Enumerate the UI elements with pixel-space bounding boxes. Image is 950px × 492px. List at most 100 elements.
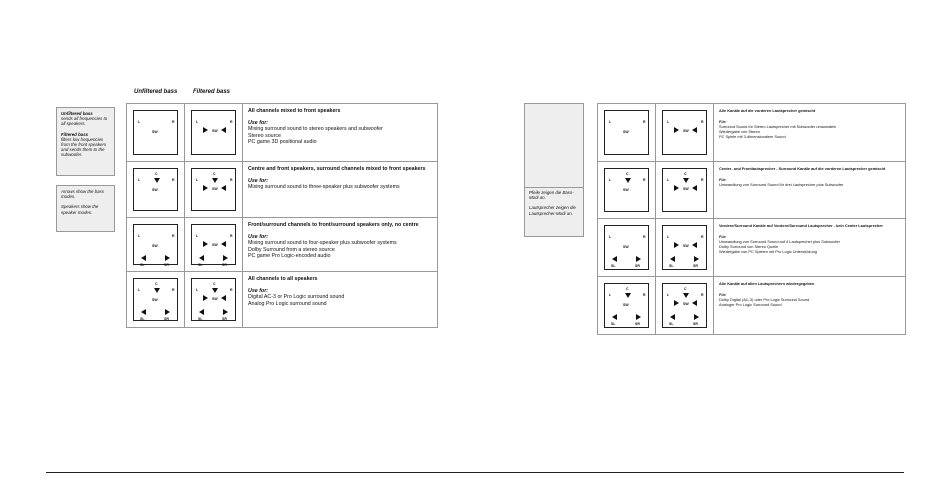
speaker-label-right: R [230, 234, 233, 238]
speaker-label-subwoofer: SW [152, 244, 158, 248]
column-header-filtered: Filtered bass [193, 89, 231, 95]
arrow-left-front-icon [203, 295, 208, 301]
speaker-label-subwoofer: SW [623, 303, 629, 307]
use-line: Analoger Pro Logic Surround Sound [719, 302, 782, 307]
speaker-label-right: R [643, 235, 646, 239]
arrow-left-front-icon [674, 242, 679, 248]
legend-speakers-text: Speakers show the speaker modes. [61, 204, 99, 215]
use-line: PC game 3D positional audio [248, 138, 317, 145]
speaker-label-center: C [213, 282, 216, 286]
speaker-label-surround-right: SR [693, 322, 698, 326]
arrow-center-icon [683, 178, 689, 183]
speaker-label-right: R [230, 288, 233, 292]
speaker-label-left: L [138, 288, 141, 292]
arrow-surround-left-icon [199, 255, 204, 261]
mode-title: All channels mixed to front speakers [248, 108, 341, 114]
mode-description: All channels to all speakers Use for: Di… [242, 271, 438, 328]
speaker-label-surround-left: SL [669, 264, 674, 268]
arrow-surround-left-icon [199, 309, 204, 315]
speaker-label-surround-right: SR [164, 263, 169, 267]
speaker-label-center: C [684, 287, 687, 291]
arrow-center-icon [154, 288, 160, 293]
speaker-label-right: R [643, 178, 646, 182]
speaker-label-surround-left: SL [611, 322, 616, 326]
arrow-surround-right-icon [636, 314, 641, 320]
use-line: PC game Pro Logic-encoded audio [248, 252, 331, 259]
mode-title: Centre and front speakers, surround chan… [248, 166, 426, 172]
speaker-label-subwoofer: SW [212, 297, 218, 301]
speaker-label-right: R [172, 120, 175, 124]
legend-unfiltered-title: Unfiltered bass [61, 111, 93, 116]
right-speaker-mode-table: L R SW L R SW Alle Kanäle auf die vorderen L… [597, 103, 906, 335]
use-line: PC Spiele mit 3-dimensionalem Sound [719, 134, 786, 139]
use-for-label: Für: [719, 292, 727, 297]
speaker-label-left: L [609, 178, 612, 182]
speaker-label-subwoofer: SW [623, 130, 629, 134]
speaker-label-right: R [643, 120, 646, 124]
speaker-label-surround-left: SL [669, 322, 674, 326]
speaker-label-subwoofer: SW [152, 130, 158, 134]
speaker-diagram: L R SW [133, 110, 178, 155]
arrow-surround-right-icon [694, 256, 699, 262]
legend-box-arrows: Arrows show the bass modes. Speakers sho… [56, 185, 115, 232]
speaker-label-left: L [667, 178, 670, 182]
speaker-label-surround-right: SR [222, 263, 227, 267]
speaker-label-center: C [626, 287, 629, 291]
use-for-label: Für: [719, 119, 727, 124]
arrow-center-icon [212, 178, 218, 183]
arrow-surround-left-icon [612, 314, 617, 320]
arrow-surround-left-icon [612, 256, 617, 262]
speaker-label-subwoofer: SW [623, 245, 629, 249]
mode-description: Alle Kanäle auf die vorderen Lautspreche… [713, 103, 906, 162]
speaker-label-left: L [196, 178, 199, 182]
speaker-label-center: C [626, 172, 629, 176]
speaker-label-surround-left: SL [140, 263, 145, 267]
arrow-center-icon [625, 293, 631, 298]
arrow-surround-left-icon [670, 256, 675, 262]
speaker-label-subwoofer: SW [683, 244, 689, 248]
use-line: Dolby Surround from a stereo source [248, 246, 335, 253]
arrow-center-icon [683, 293, 689, 298]
speaker-label-right: R [643, 293, 646, 297]
speaker-label-surround-left: SL [198, 317, 203, 321]
use-line: Dolby Digital (AC-3) oder Pro Logic Surr… [719, 297, 810, 302]
arrow-left-front-icon [203, 127, 208, 133]
mode-description: Vordere/Surround Kanäle auf Vordere/Surr… [713, 218, 906, 277]
arrow-center-icon [154, 178, 160, 183]
left-speaker-mode-table: L R SW L R SW All channels mixed to front sp… [126, 103, 438, 328]
legend-unfiltered-body: sends all frequencies to all speakers. [61, 116, 108, 127]
arrow-right-front-icon [692, 127, 697, 133]
mode-description: All channels mixed to front speakers Use… [242, 103, 438, 162]
use-for-label: Für: [719, 234, 727, 239]
diagram-unfiltered: L R SW [126, 103, 185, 162]
use-line: Mixing surround sound to four-speaker pl… [248, 240, 397, 247]
use-line: Analog Pro Logic surround sound [248, 300, 327, 307]
use-line: Surround Sound für Stereo Lautsprecher m… [719, 124, 837, 129]
speaker-label-right: R [701, 178, 704, 182]
use-line: Mixing surround sound to stereo speakers… [248, 126, 383, 133]
speaker-label-surround-right: SR [164, 317, 169, 321]
speaker-label-center: C [155, 172, 158, 176]
arrow-surround-right-icon [223, 255, 228, 261]
speaker-label-left: L [138, 120, 141, 124]
speaker-label-surround-right: SR [222, 317, 227, 321]
mode-title: Center- und Frontlautsprecher - Surround… [719, 166, 886, 171]
use-line: Stereo source [248, 132, 281, 139]
speaker-label-left: L [667, 235, 670, 239]
mode-description: Alle Kanäle auf allen Lautsprechern wied… [713, 276, 906, 335]
speaker-label-right: R [172, 288, 175, 292]
arrow-surround-left-icon [141, 309, 146, 315]
speaker-label-left: L [196, 288, 199, 292]
